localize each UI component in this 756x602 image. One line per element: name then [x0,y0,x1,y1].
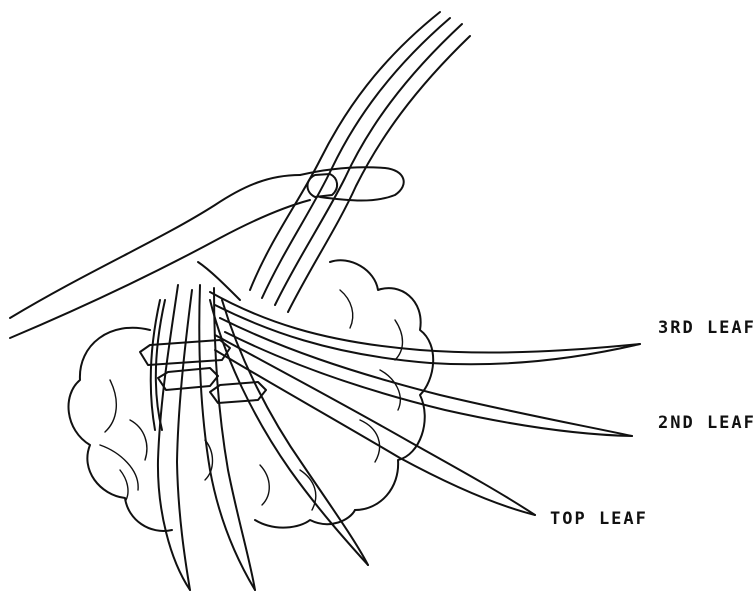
top-leaf [215,335,535,515]
bunched-mass [69,260,434,531]
main-stalk [10,167,404,338]
lower-leaves [151,285,368,590]
third-leaf [210,292,640,364]
top-leaf-label: TOP LEAF [550,509,648,529]
upper-leaf-bundle [198,12,470,312]
second-leaf-label: 2ND LEAF [658,413,756,433]
third-leaf-label: 3RD LEAF [658,318,756,338]
weaving-bands [140,340,266,403]
